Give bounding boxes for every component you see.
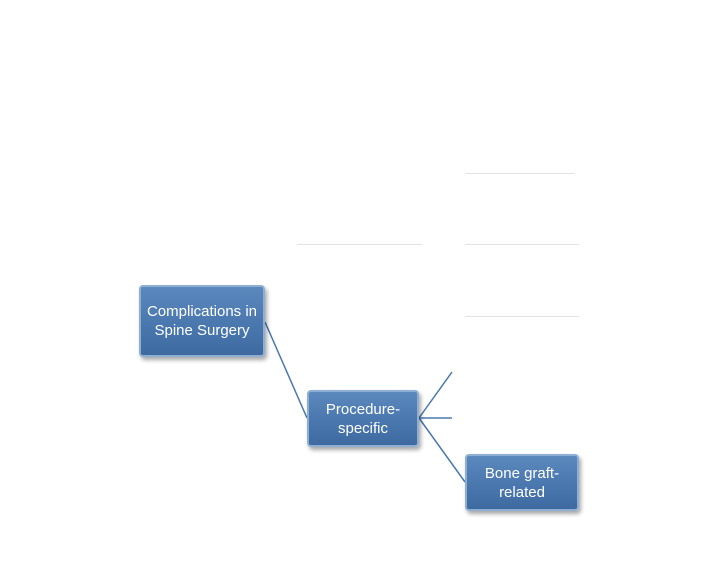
node-bone-graft-related: Bone graft-related (465, 454, 579, 511)
connector-procedure-to-bone-graft (418, 417, 466, 483)
node-label: Complications in Spine Surgery (146, 303, 258, 339)
hidden-node-outline (465, 316, 579, 317)
hidden-node-outline (297, 244, 422, 245)
connector-root-to-procedure (264, 321, 308, 419)
node-label: Bone graft-related (484, 464, 560, 501)
hidden-node-outline (465, 173, 575, 174)
node-complications-in-spine-surgery: Complications in Spine Surgery (139, 285, 265, 357)
connector-procedure-to-upper (418, 371, 453, 419)
node-label: Procedure-specific (325, 400, 401, 437)
hidden-node-outline (465, 244, 579, 245)
node-procedure-specific: Procedure-specific (307, 390, 419, 447)
